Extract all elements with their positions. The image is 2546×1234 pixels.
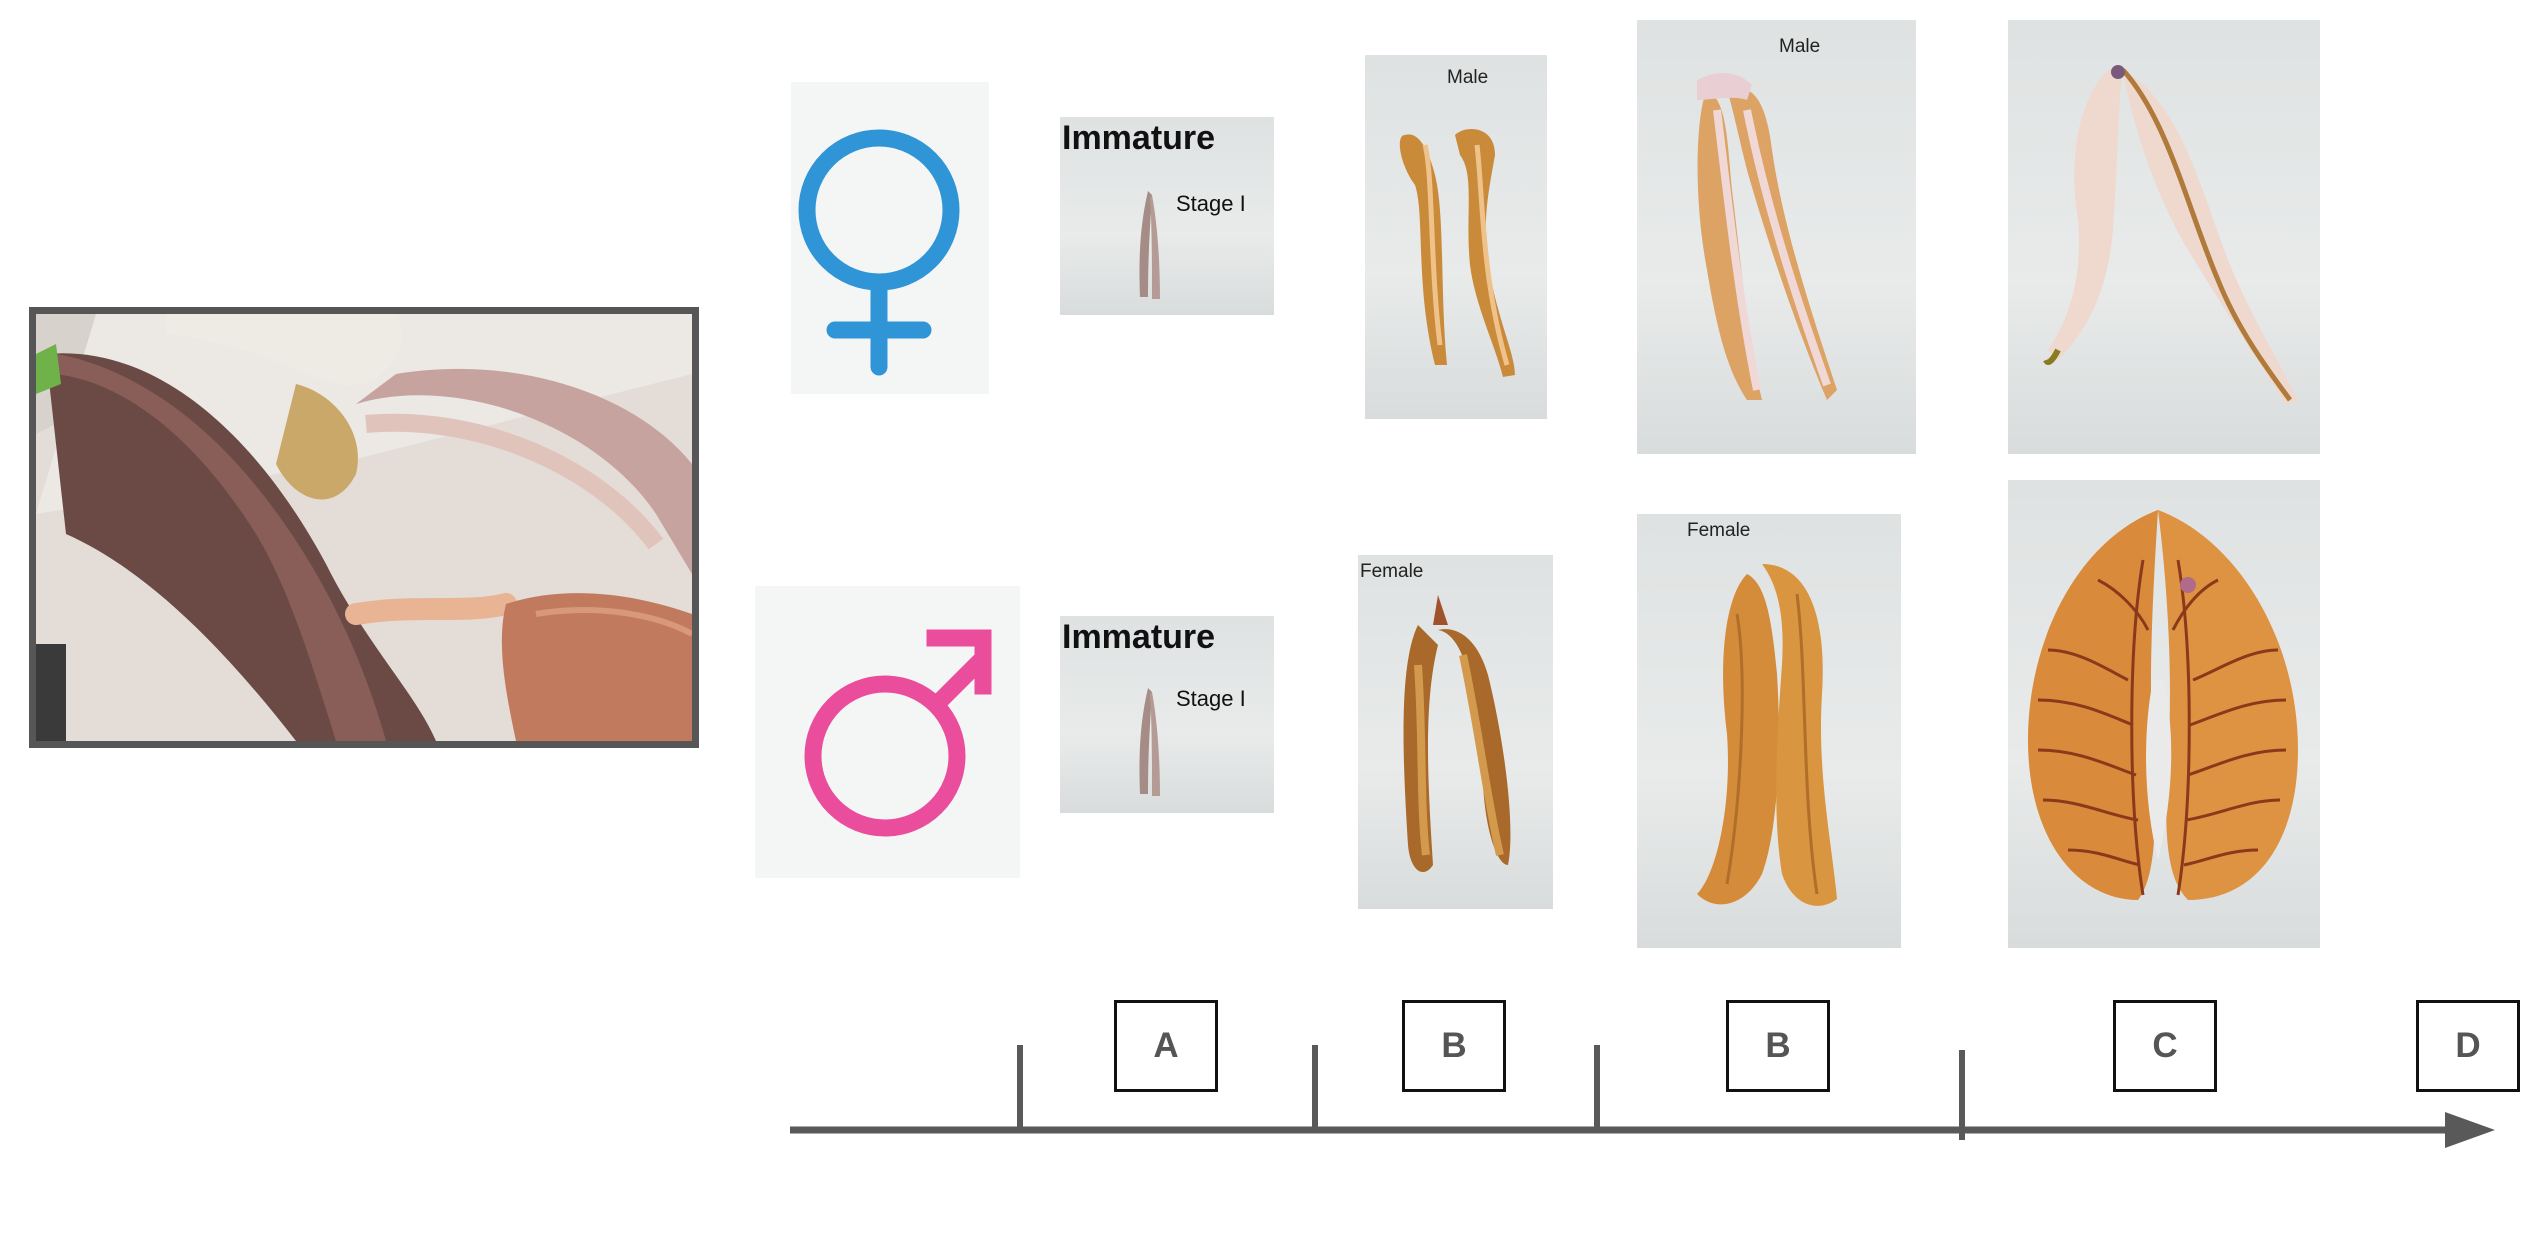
male-gonad-panel-2: Male bbox=[1637, 20, 1916, 454]
female-gonad-image-2 bbox=[1697, 564, 1837, 906]
female-gonad-image-1 bbox=[1403, 595, 1511, 873]
female-symbol-panel bbox=[791, 82, 989, 394]
male-gonad-panel-3 bbox=[2008, 20, 2320, 454]
dissected-fish-photo bbox=[29, 307, 699, 748]
stage-box-b1: B bbox=[1402, 1000, 1506, 1092]
arrowhead-icon bbox=[2445, 1112, 2495, 1148]
panel-label: Female bbox=[1360, 561, 1424, 582]
male-gonad-image-1 bbox=[1399, 129, 1515, 377]
stage-box-a: A bbox=[1114, 1000, 1218, 1092]
panel-label: Male bbox=[1447, 67, 1489, 88]
immature-gonad-image bbox=[1139, 191, 1160, 299]
panel-label: Male bbox=[1779, 36, 1821, 57]
male-symbol-panel bbox=[755, 586, 1020, 878]
stage-label: Stage I bbox=[1176, 191, 1246, 216]
male-gonad-image-3 bbox=[2043, 65, 2298, 405]
immature-title: Immature bbox=[1062, 618, 1216, 656]
immature-panel-bottom: Immature Stage I bbox=[1060, 616, 1274, 813]
female-gonad-image-3 bbox=[2028, 510, 2298, 900]
male-gonad-panel-1: Male bbox=[1365, 55, 1547, 419]
maturity-timeline bbox=[790, 1045, 2495, 1148]
stage-box-d: D bbox=[2416, 1000, 2520, 1092]
male-symbol-icon bbox=[804, 629, 992, 837]
stage-box-b2: B bbox=[1726, 1000, 1830, 1092]
panel-label: Female bbox=[1687, 520, 1751, 541]
immature-gonad-image bbox=[1139, 688, 1160, 796]
female-gonad-panel-1: Female bbox=[1358, 555, 1553, 909]
female-symbol-icon bbox=[798, 129, 960, 376]
stage-box-c: C bbox=[2113, 1000, 2217, 1092]
male-gonad-image-2 bbox=[1697, 73, 1837, 400]
female-gonad-panel-3 bbox=[2008, 480, 2320, 948]
immature-panel-top: Immature Stage I bbox=[1060, 117, 1274, 315]
female-gonad-panel-2: Female bbox=[1637, 514, 1901, 948]
immature-title: Immature bbox=[1062, 119, 1216, 157]
stage-label: Stage I bbox=[1176, 686, 1246, 711]
